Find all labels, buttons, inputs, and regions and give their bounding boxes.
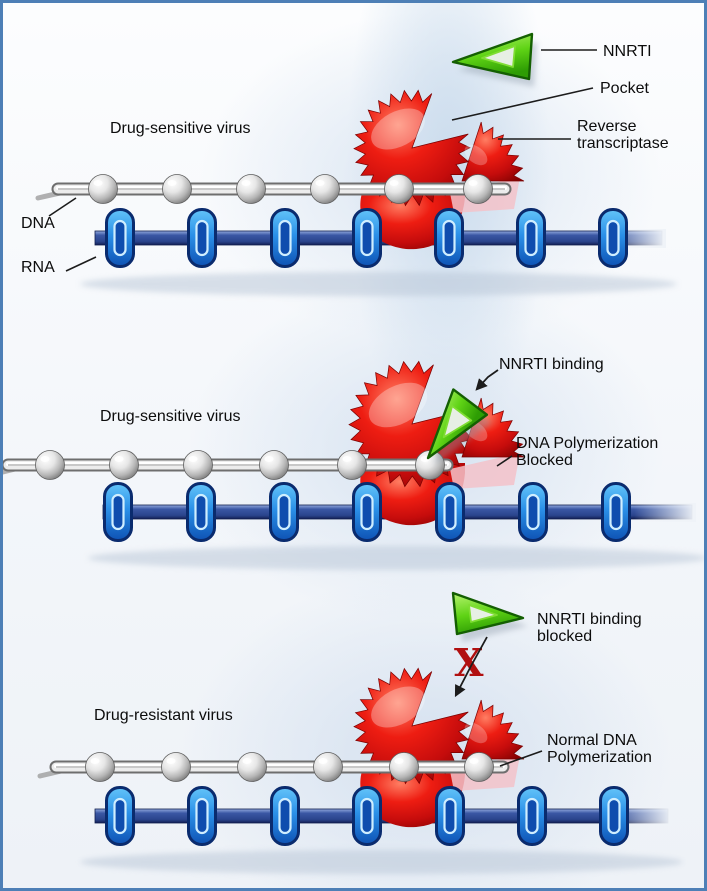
strand-shadow — [80, 272, 677, 296]
rna-links — [103, 482, 631, 542]
label-reverse-transcriptase: Reverse transcriptase — [577, 118, 669, 152]
panel-middle-drug-sensitive — [3, 360, 704, 570]
strand-shadow — [88, 546, 704, 570]
diagram-canvas: X — [3, 32, 704, 874]
reverse-transcriptase-enzyme — [353, 667, 525, 828]
rna-links — [105, 208, 628, 268]
label-normal-dna-polymerization: Normal DNA Polymerization — [547, 732, 652, 766]
diagram-stage: X Drug-sensitive virus NNRTI Pocket Reve… — [3, 3, 704, 888]
panel-title-bottom: Drug-resistant virus — [94, 707, 233, 724]
nnrti-triangle-icon — [451, 591, 528, 642]
label-rna: RNA — [21, 259, 55, 276]
enzyme-pocket-wing — [461, 699, 525, 760]
panel-top-drug-sensitive — [35, 32, 677, 296]
pointer-lines — [48, 49, 597, 272]
panel-bottom-drug-resistant: X — [37, 591, 683, 874]
dna-strand — [37, 752, 510, 782]
enzyme-pocket-wing — [461, 121, 525, 182]
label-pocket: Pocket — [600, 80, 649, 97]
pointer-line — [499, 750, 543, 767]
panel-title-middle: Drug-sensitive virus — [100, 408, 241, 425]
pointer-line — [48, 197, 77, 217]
nnrti-triangle-icon — [451, 32, 537, 87]
pointer-arrow — [454, 636, 488, 698]
label-nnrti-binding: NNRTI binding — [499, 356, 604, 373]
pointer-arrow — [475, 369, 499, 391]
rna-links — [105, 786, 629, 846]
panel-title-top: Drug-sensitive virus — [110, 120, 251, 137]
label-dna-polymerization-blocked: DNA Polymerization Blocked — [516, 435, 659, 469]
dna-strand — [35, 174, 512, 204]
pointer-lines — [475, 369, 513, 467]
strand-shadow — [80, 850, 683, 874]
pointer-lines — [454, 636, 543, 767]
pointer-line — [65, 256, 97, 272]
label-nnrti-binding-blocked: NNRTI binding blocked — [537, 611, 642, 645]
pointer-line — [496, 455, 513, 467]
label-nnrti: NNRTI — [603, 43, 652, 60]
pointer-line — [451, 87, 594, 121]
diagram-labels: Drug-sensitive virus NNRTI Pocket Revers… — [3, 3, 704, 888]
nnrti-triangle-icon — [426, 388, 492, 466]
blocked-x-icon: X — [454, 640, 484, 685]
label-dna: DNA — [21, 215, 55, 232]
